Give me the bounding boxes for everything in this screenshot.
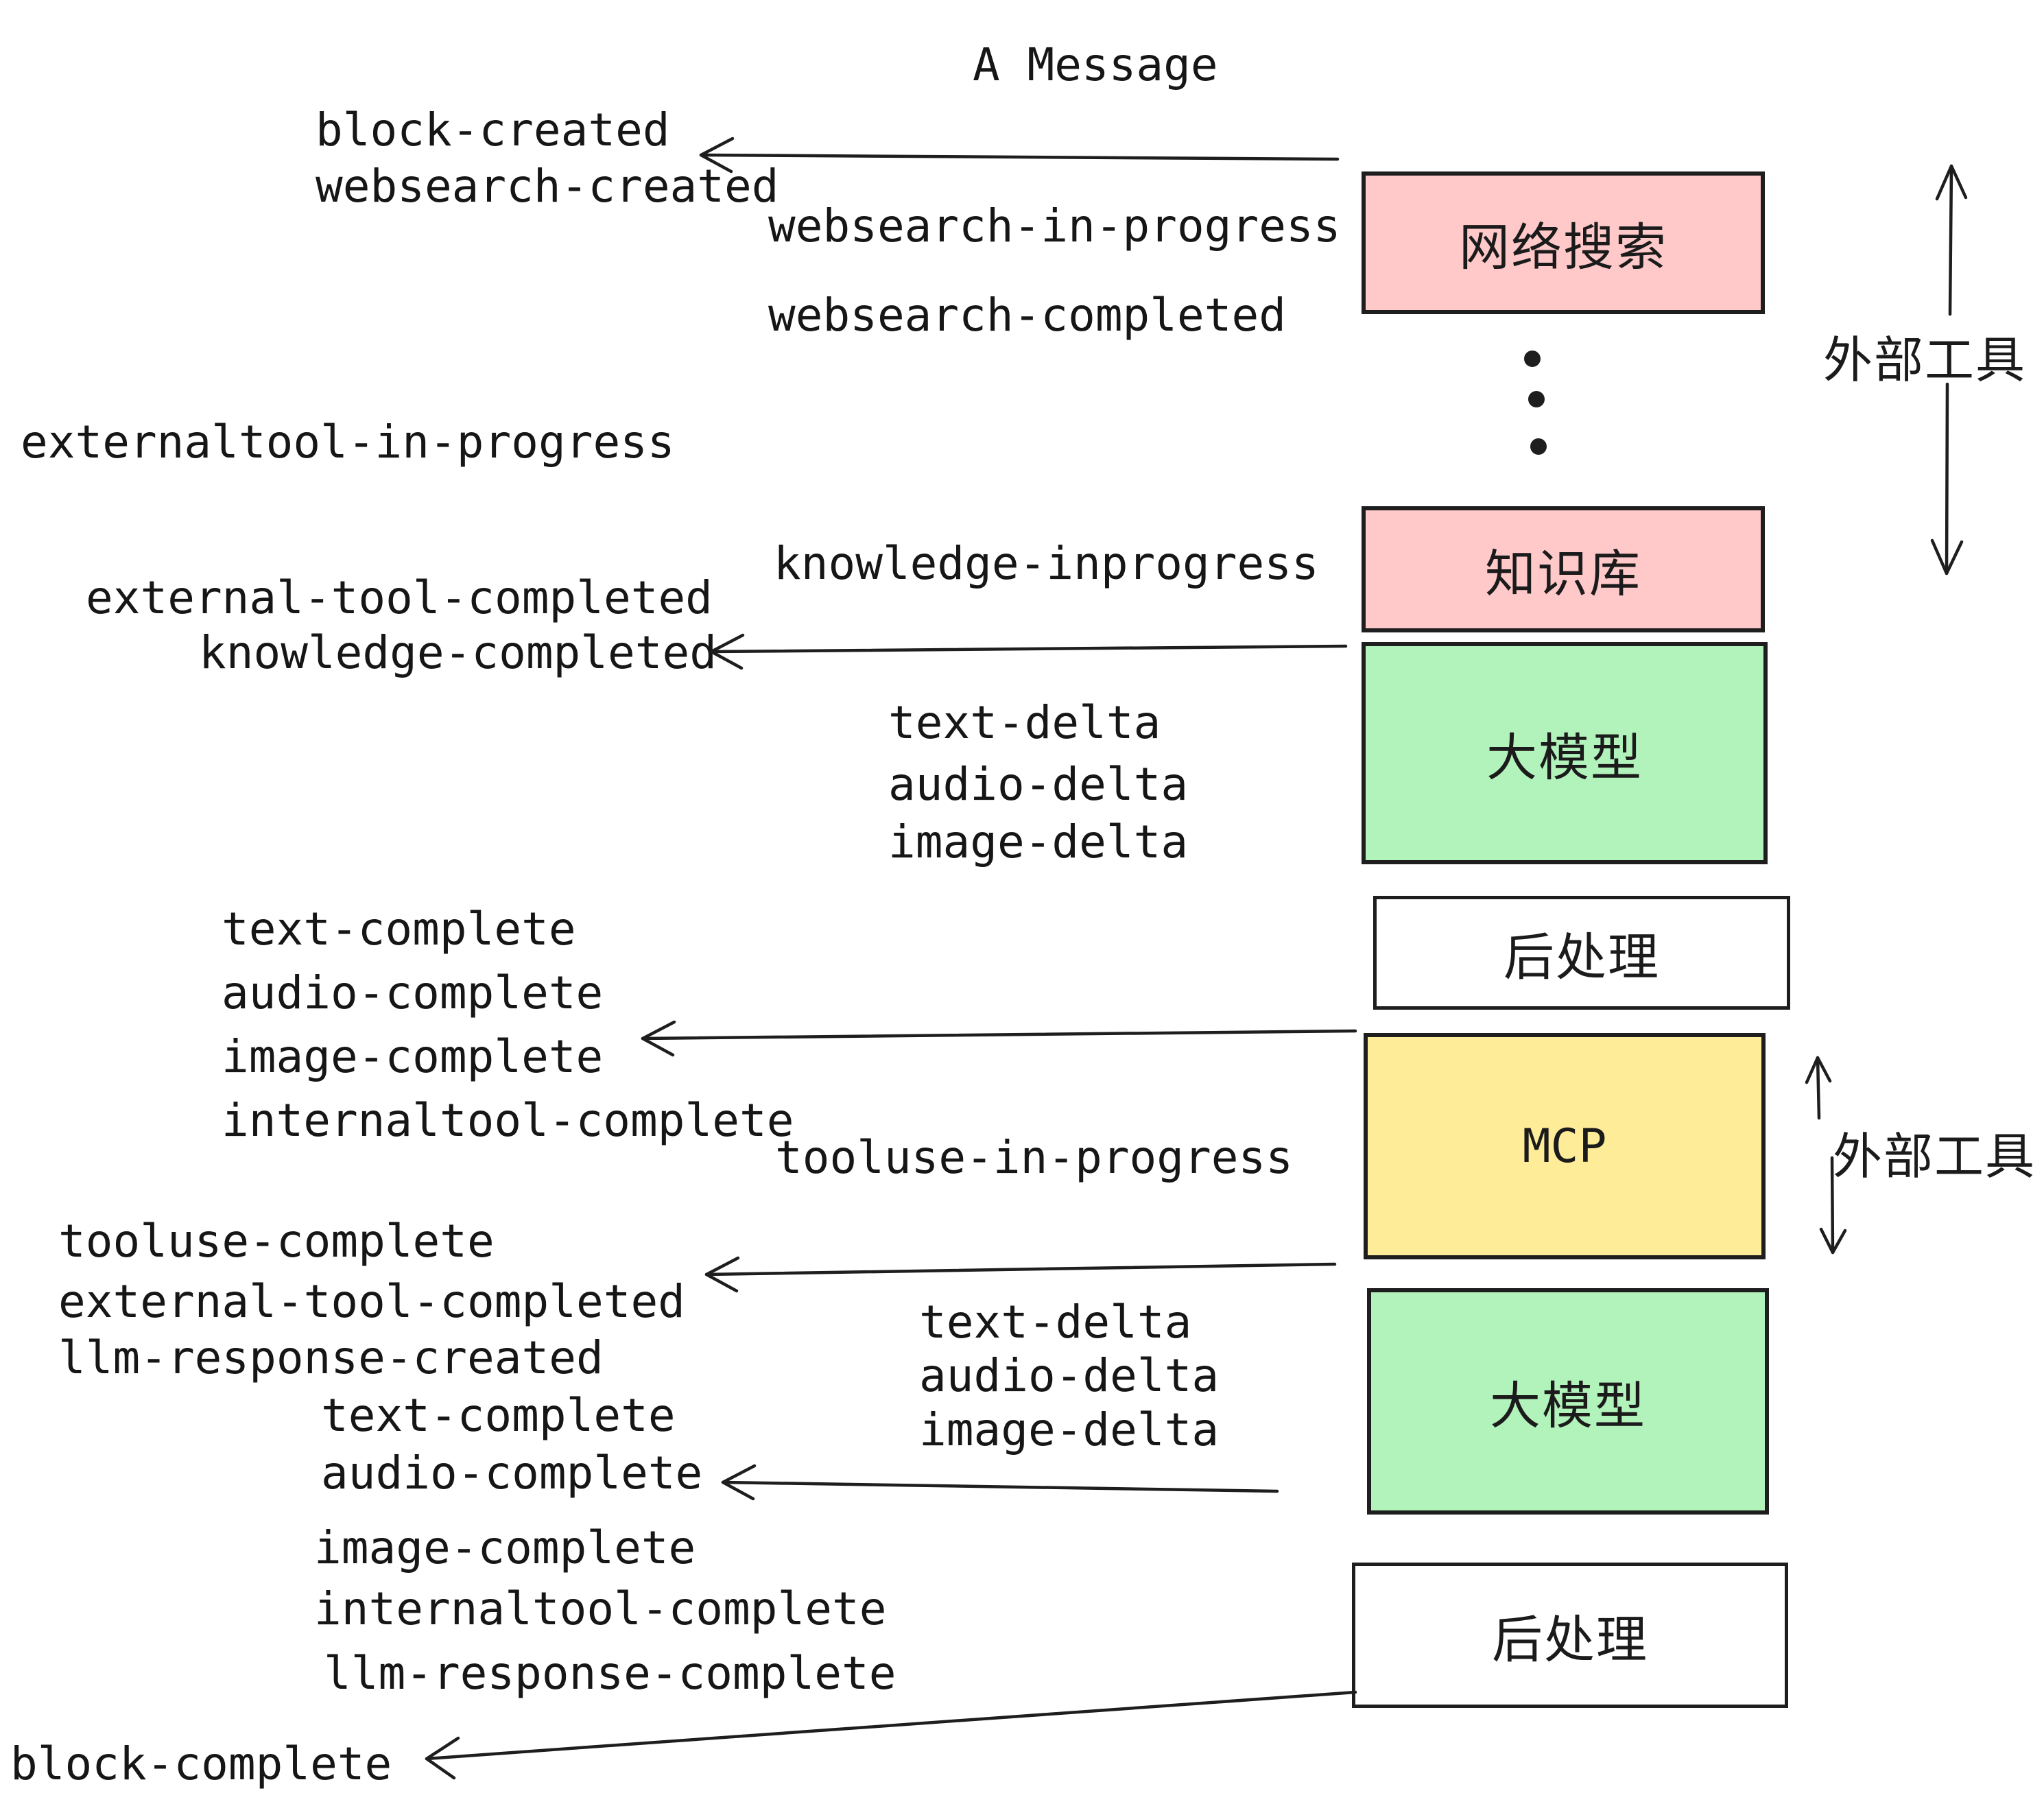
box-knowledge: 知识库 (1362, 506, 1765, 632)
event-label-audio-complete: audio-complete (222, 966, 604, 1019)
ellipsis-dot-icon (1524, 351, 1541, 367)
box-knowledge-label: 知识库 (1485, 545, 1641, 602)
event-label-llm-response-complete: llm-response-complete (324, 1647, 896, 1700)
event-label-audio-complete-2: audio-complete (321, 1447, 703, 1499)
diagram-title: A Message (973, 38, 1218, 91)
event-label-block-created: block-created (316, 104, 670, 156)
event-label-audio-delta: audio-delta (888, 758, 1189, 811)
box-llm-2: 大模型 (1367, 1288, 1769, 1515)
arrow-websearch-created-icon (699, 137, 1340, 174)
event-label-websearch-completed: websearch-completed (768, 289, 1286, 342)
event-label-text-complete: text-complete (222, 903, 576, 956)
box-postprocess-1: 后处理 (1373, 896, 1790, 1010)
event-label-knowledge-completed: knowledge-completed (199, 626, 717, 679)
event-label-image-delta: image-delta (888, 816, 1189, 868)
double-arrow-up-2-icon (1805, 1056, 1832, 1120)
event-label-websearch-created: websearch-created (316, 160, 779, 213)
event-label-image-delta-2: image-delta (919, 1403, 1220, 1456)
event-label-external-tool-completed-2: external-tool-completed (58, 1275, 685, 1328)
event-label-image-complete-2: image-complete (314, 1521, 696, 1574)
box-websearch: 网络搜索 (1362, 171, 1765, 314)
box-postprocess-2-label: 后处理 (1492, 1611, 1648, 1668)
ellipsis-dot-icon (1530, 438, 1547, 455)
event-label-block-complete: block-complete (10, 1737, 392, 1790)
event-label-image-complete: image-complete (222, 1030, 604, 1083)
event-label-internaltool-complete-2: internaltool-complete (314, 1582, 887, 1635)
event-label-audio-delta-2: audio-delta (919, 1349, 1220, 1402)
event-label-text-delta-2: text-delta (919, 1296, 1192, 1349)
event-label-llm-response-created: llm-response-created (58, 1331, 604, 1384)
double-arrow-down-1-icon (1930, 382, 1964, 575)
arrow-llm2-complete-icon (721, 1464, 1279, 1501)
arrow-block-complete-icon (425, 1690, 1357, 1780)
box-mcp: MCP (1364, 1033, 1766, 1259)
box-postprocess-2: 后处理 (1352, 1563, 1788, 1708)
event-label-knowledge-inprogress: knowledge-inprogress (774, 537, 1319, 590)
double-arrow-up-1-icon (1935, 164, 1968, 316)
ellipsis-dot-icon (1528, 391, 1545, 407)
external-tools-label-mid: 外部工具 (1833, 1130, 2036, 1185)
event-label-externaltool-in-progress: externaltool-in-progress (21, 416, 675, 468)
arrow-internal-complete-icon (641, 1020, 1357, 1057)
arrow-knowledge-completed-icon (709, 633, 1348, 670)
box-llm-1-label: 大模型 (1486, 728, 1643, 786)
event-label-text-complete-2: text-complete (321, 1389, 676, 1442)
event-label-external-tool-completed: external-tool-completed (86, 571, 713, 624)
box-mcp-label: MCP (1522, 1119, 1607, 1174)
external-tools-label-top: 外部工具 (1823, 333, 2027, 388)
box-llm-1: 大模型 (1362, 642, 1768, 864)
box-llm-2-label: 大模型 (1490, 1377, 1646, 1434)
event-label-internaltool-complete: internaltool-complete (222, 1094, 794, 1147)
event-label-websearch-in-progress: websearch-in-progress (768, 200, 1341, 252)
event-label-tooluse-complete: tooluse-complete (58, 1215, 495, 1268)
arrow-tooluse-complete-icon (704, 1256, 1337, 1293)
box-postprocess-1-label: 后处理 (1504, 928, 1660, 986)
box-websearch-label: 网络搜索 (1459, 218, 1667, 276)
event-label-tooluse-in-progress: tooluse-in-progress (775, 1131, 1293, 1184)
event-label-text-delta: text-delta (888, 696, 1161, 749)
